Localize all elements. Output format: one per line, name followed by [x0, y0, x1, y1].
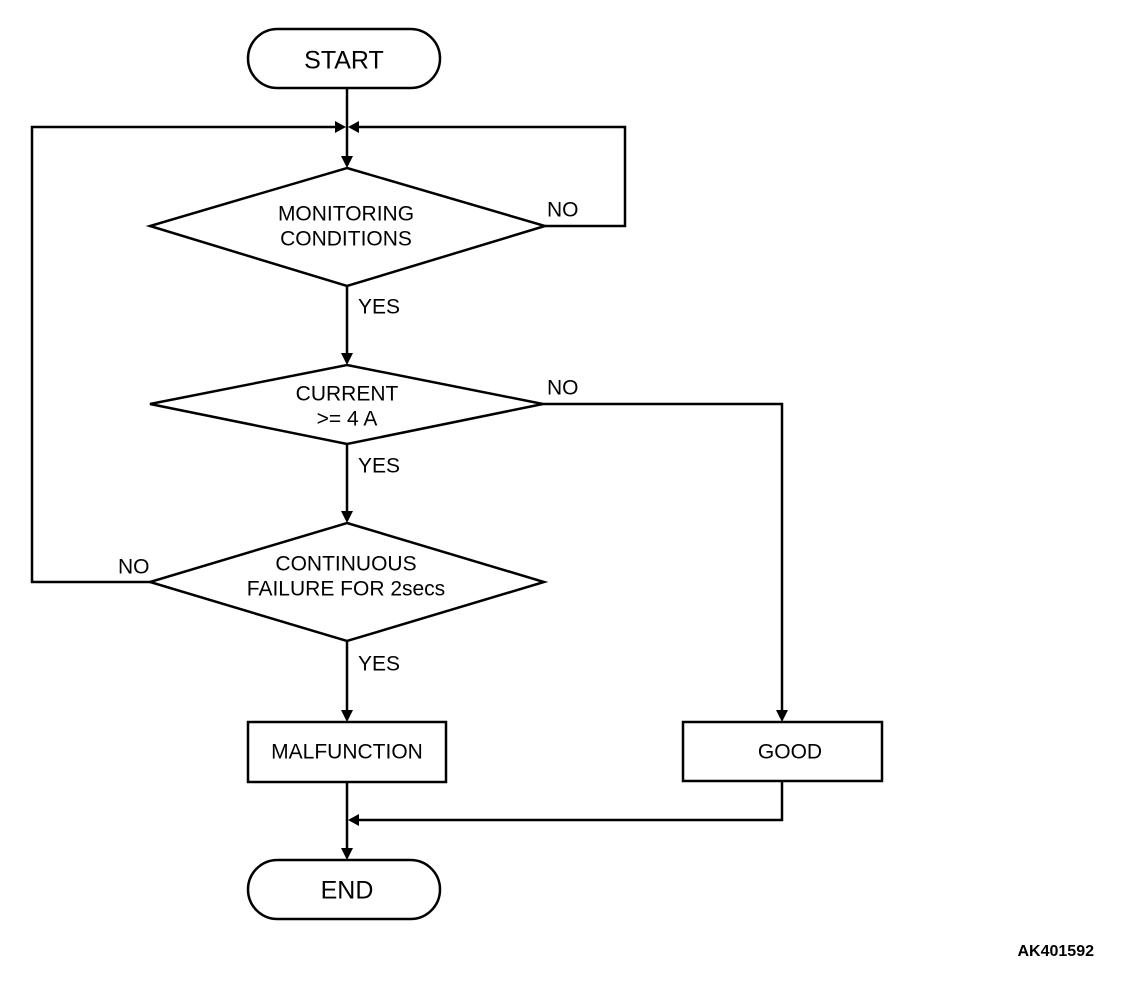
monitoring-yes-label: YES — [358, 296, 400, 319]
current-label-line2: >= 4 A — [317, 408, 378, 431]
good-to-end-line — [357, 781, 784, 822]
current-yes-label: YES — [358, 455, 400, 478]
continuous-yes-label: YES — [358, 653, 400, 676]
monitoring-no-loop-line — [357, 125, 627, 228]
continuous-no-label: NO — [118, 556, 150, 579]
continuous-label-line1: CONTINUOUS — [275, 553, 416, 576]
current-label-line1: CURRENT — [296, 383, 399, 406]
start-terminal: START — [246, 27, 442, 90]
monitoring-label-line1: MONITORING — [278, 203, 414, 226]
arrow-loop-left — [335, 121, 346, 133]
connectors — [30, 88, 784, 850]
arrow-into-monitoring — [341, 156, 353, 168]
arrow-into-continuous — [341, 511, 353, 523]
malfunction-label: MALFUNCTION — [271, 741, 423, 764]
arrowheads — [335, 121, 788, 860]
current-decision: CURRENT >= 4 A — [149, 363, 544, 446]
end-label: END — [321, 877, 374, 905]
good-label: GOOD — [758, 741, 822, 764]
current-no-label: NO — [547, 377, 579, 400]
arrow-into-good — [776, 710, 788, 722]
good-box: GOOD — [681, 720, 884, 783]
start-label: START — [304, 47, 384, 75]
arrow-into-malfunction — [341, 710, 353, 722]
arrow-good-merge — [348, 814, 359, 826]
continuous-no-loop-line — [30, 125, 337, 584]
end-terminal: END — [246, 858, 442, 921]
current-no-to-good-line — [543, 402, 784, 712]
malfunction-box: MALFUNCTION — [246, 720, 448, 784]
continuous-failure-decision: CONTINUOUS FAILURE FOR 2secs — [145, 521, 549, 643]
monitoring-label-line2: CONDITIONS — [280, 228, 412, 251]
arrow-loop-right — [348, 121, 359, 133]
continuous-label-line2: FAILURE FOR 2secs — [247, 578, 445, 601]
arrow-into-end — [341, 848, 353, 860]
arrow-into-current — [341, 353, 353, 365]
figure-code: AK401592 — [1018, 943, 1095, 960]
edge-labels: NO YES NO YES NO YES — [118, 199, 579, 676]
monitoring-conditions-decision: MONITORING CONDITIONS — [145, 166, 550, 288]
monitoring-no-label: NO — [547, 199, 579, 222]
